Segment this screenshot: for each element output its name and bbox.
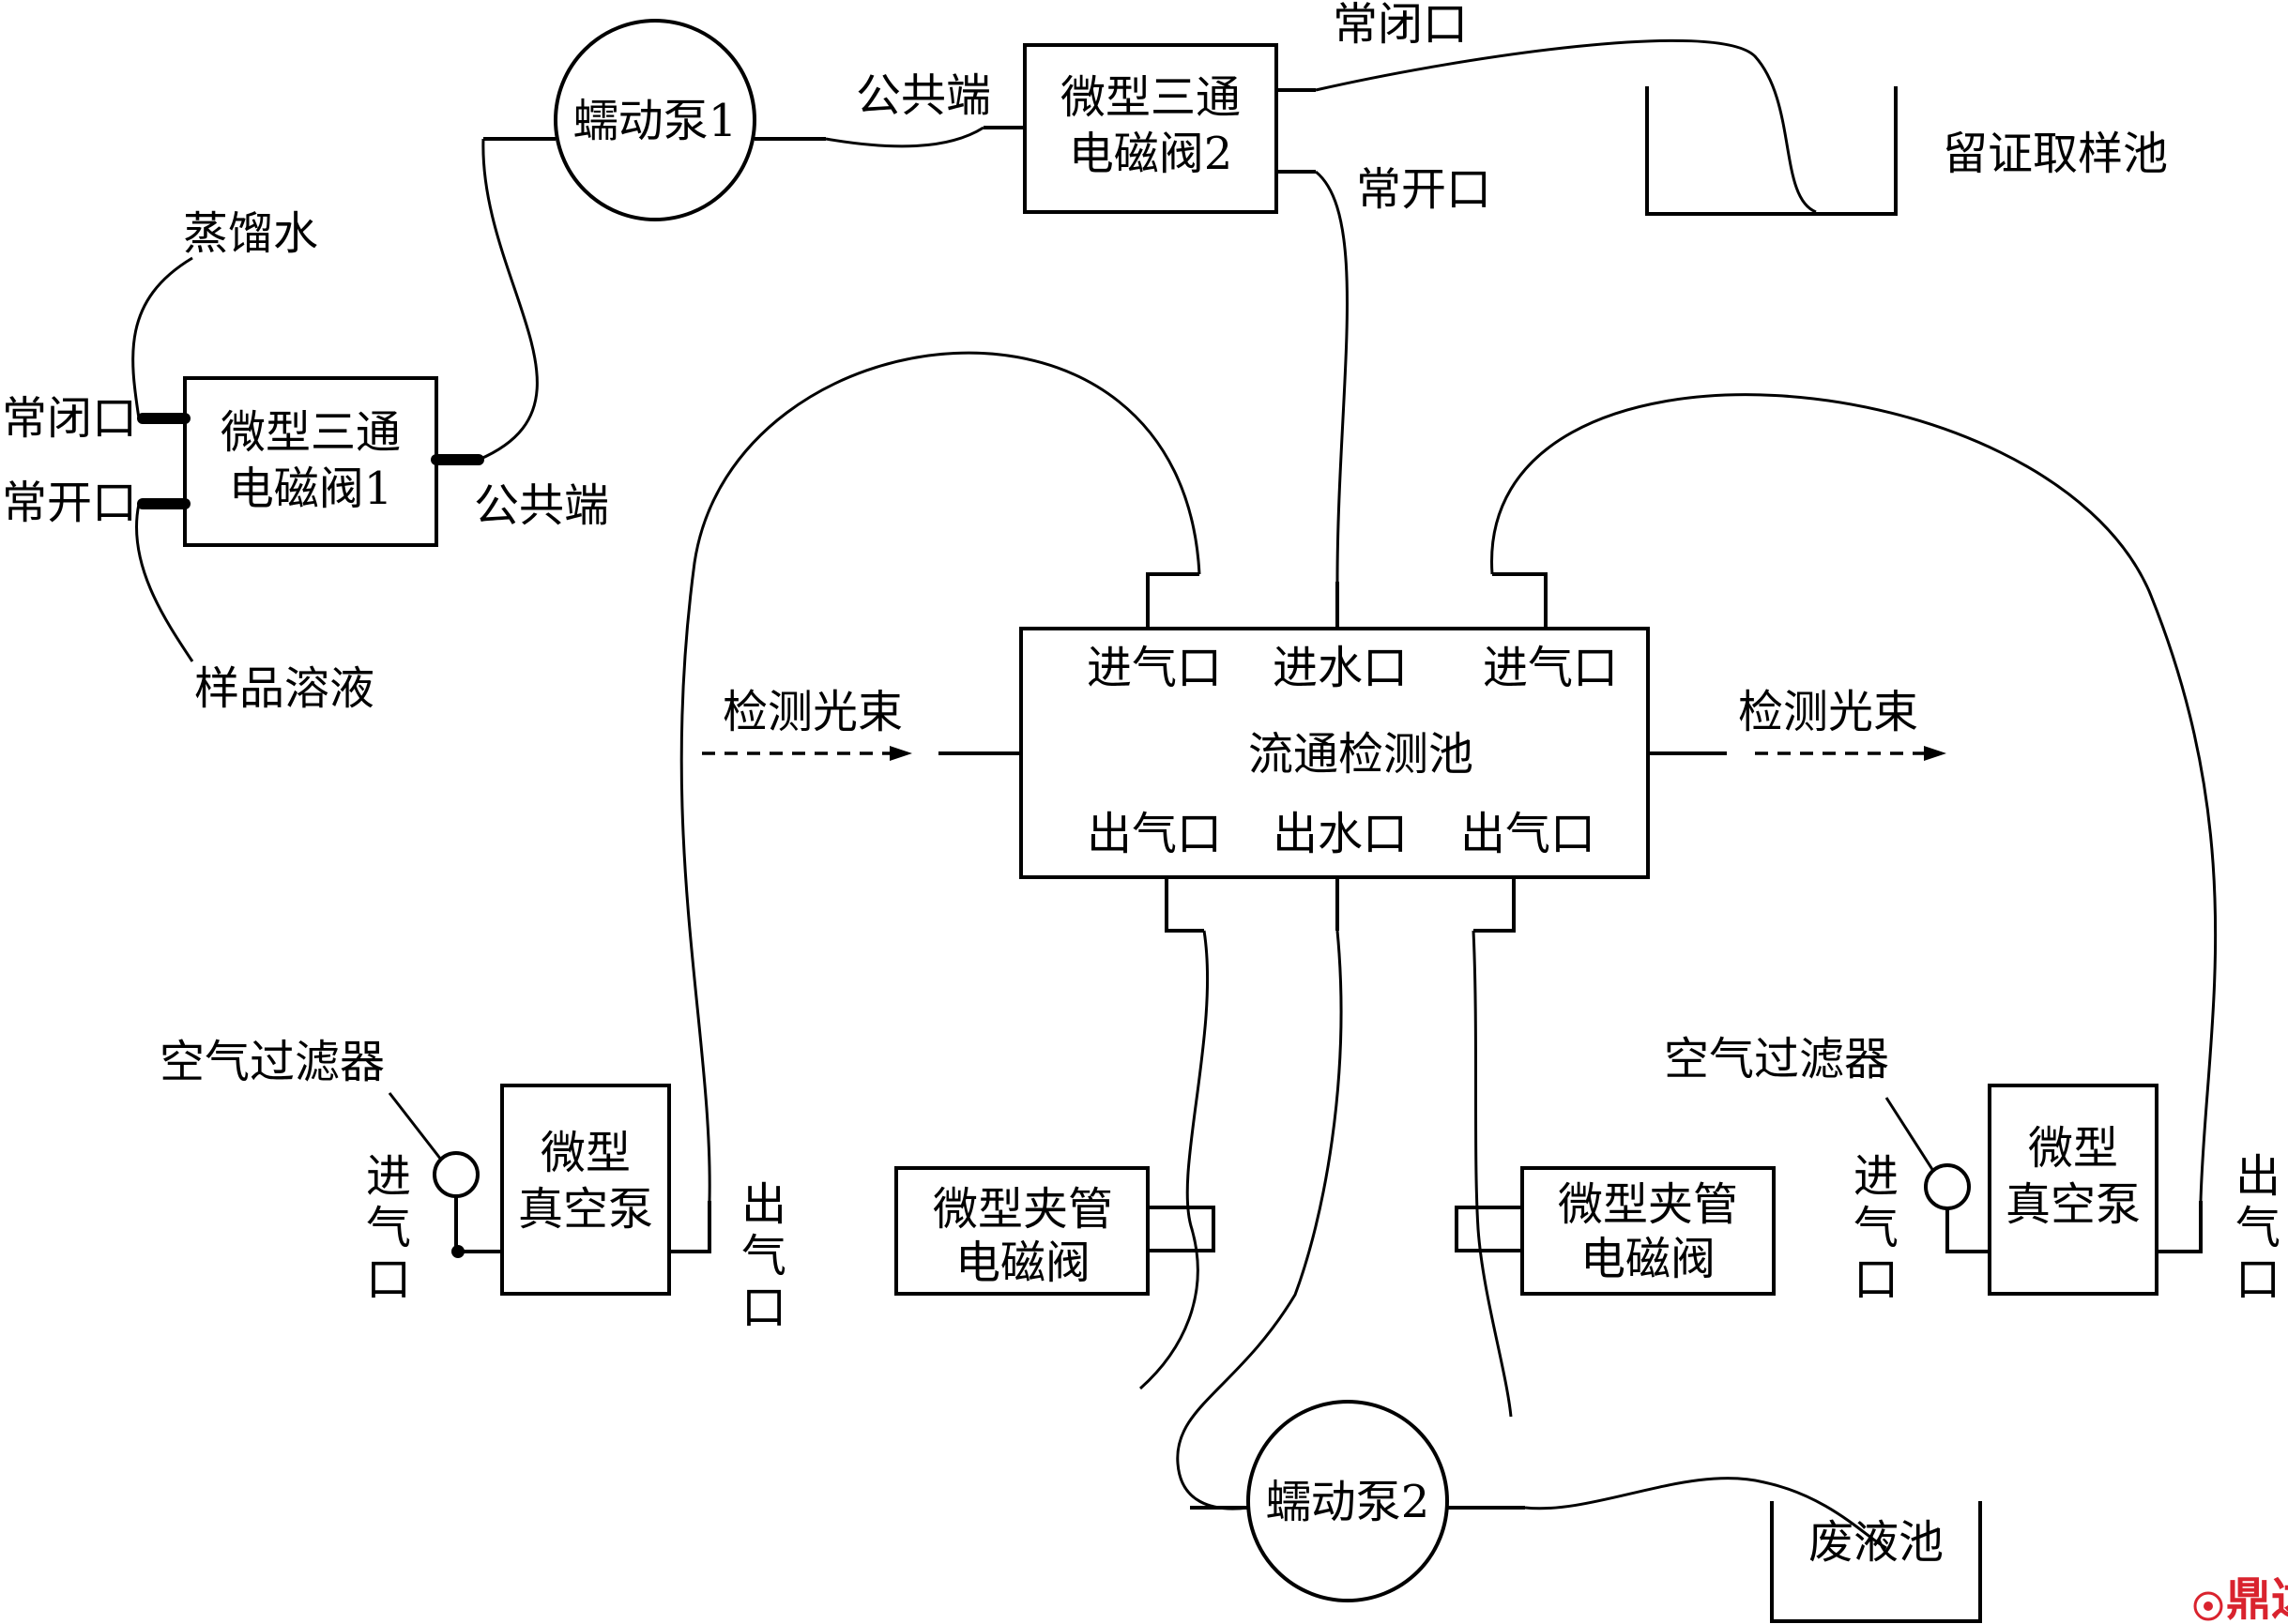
cell-water-inlet: 进水口 — [1273, 642, 1408, 694]
valve-1-nc-label: 常闭口 — [2, 392, 137, 445]
valve-1-common-label: 公共端 — [474, 479, 609, 532]
pump-2-label: 蠕动泵2 — [1266, 1476, 1430, 1528]
pinch-valve-right-line1: 微型夹管 — [1558, 1178, 1738, 1231]
vacuum-left-outlet-1: 出 — [741, 1178, 786, 1231]
air-filter-right-icon — [1924, 1163, 1971, 1210]
vacuum-left-outlet-2: 气 — [741, 1230, 786, 1283]
cell-water-outlet: 出水口 — [1273, 808, 1408, 860]
vacuum-right-to-cell-tube — [1490, 393, 2218, 1202]
cell-title: 流通检测池 — [1248, 728, 1473, 781]
pinch-valve-left-line2: 电磁阀 — [955, 1237, 1091, 1289]
peristaltic-pump-2: 蠕动泵2 — [1246, 1400, 1449, 1602]
pump2-to-waste-tube — [1524, 1477, 1887, 1550]
valve-2-no-label: 常开口 — [1356, 163, 1491, 216]
vacuum-pump-right-line1: 微型 — [2028, 1122, 2118, 1175]
watermark-logo: 鼎达信 — [2193, 1573, 2288, 1624]
cell-gas-outlet-right: 出气口 — [1460, 808, 1595, 860]
air-filter-right-label: 空气过滤器 — [1664, 1033, 1889, 1085]
valve2-to-cell-tube — [1315, 170, 1349, 583]
pinch-valve-left-line1: 微型夹管 — [933, 1183, 1113, 1236]
pinch-valve-right-line2: 电磁阀 — [1580, 1233, 1716, 1285]
pump-1-label: 蠕动泵1 — [573, 95, 738, 147]
vacuum-right-outlet-1: 出 — [2235, 1150, 2280, 1203]
vacuum-left-inlet-1: 进 — [366, 1150, 411, 1203]
detection-beam-left-label: 检测光束 — [723, 686, 903, 738]
vacuum-pump-right-line2: 真空泵 — [2006, 1178, 2141, 1231]
valve-1-label-line1: 微型三通 — [221, 406, 401, 459]
vacuum-left-to-cell-tube — [679, 351, 1201, 1202]
vacuum-pump-left-line1: 微型 — [541, 1127, 631, 1179]
flow-detection-cell: 进气口 进水口 进气口 流通检测池 出气口 出水口 出气口 — [1019, 627, 1650, 879]
vacuum-left-inlet-2: 气 — [366, 1202, 411, 1254]
vacuum-right-inlet-2: 气 — [1853, 1202, 1899, 1254]
valve-2-nc-label: 常闭口 — [1333, 0, 1468, 51]
cell-gas-inlet-left: 进气口 — [1087, 642, 1222, 694]
distilled-water-tube — [131, 256, 193, 419]
pinch-valve-left: 微型夹管 电磁阀 — [894, 1166, 1215, 1296]
vacuum-right-outlet-2: 气 — [2235, 1202, 2280, 1254]
retention-pool — [1645, 86, 1898, 216]
vacuum-left-outlet-3: 口 — [741, 1282, 786, 1334]
vacuum-right-outlet-3: 口 — [2235, 1253, 2280, 1306]
waste-pool — [1770, 1501, 1982, 1623]
cell-gas-inlet-right: 进气口 — [1483, 642, 1618, 694]
sample-solution-tube — [134, 503, 194, 662]
peristaltic-pump-1: 蠕动泵1 — [554, 19, 756, 221]
cell-right-gas-outlet-tube — [1472, 930, 1513, 1418]
vacuum-pump-right: 微型 真空泵 — [1988, 1084, 2158, 1296]
retention-pool-label: 留证取样池 — [1943, 128, 2168, 180]
distilled-water-label: 蒸馏水 — [183, 207, 318, 260]
detection-beam-right-label: 检测光束 — [1738, 686, 1918, 738]
valve-2-label-line2: 电磁阀2 — [1069, 128, 1233, 180]
vacuum-pump-left: 微型 真空泵 — [500, 1084, 671, 1296]
pinch-valve-right: 微型夹管 电磁阀 — [1455, 1166, 1776, 1296]
valve-1-no-label: 常开口 — [2, 477, 137, 529]
valve-1: 微型三通 电磁阀1 — [137, 376, 484, 547]
valve-2-label-line1: 微型三通 — [1060, 71, 1241, 124]
valve2-to-retention-tube — [1315, 38, 1817, 214]
valve-2: 微型三通 电磁阀2 — [1023, 43, 1278, 214]
vacuum-pump-left-line2: 真空泵 — [518, 1183, 653, 1236]
cell-water-outlet-tube — [1176, 930, 1343, 1510]
cell-left-gas-outlet-tube — [1139, 930, 1210, 1390]
valve-2-common-label: 公共端 — [856, 69, 991, 122]
pump1-to-valve2-tube — [825, 126, 984, 148]
vacuum-right-inlet-3: 口 — [1853, 1253, 1899, 1306]
cell-gas-outlet-left: 出气口 — [1087, 808, 1222, 860]
valve-1-label-line2: 电磁阀1 — [229, 463, 393, 515]
watermark-text: 鼎达信 — [2226, 1573, 2288, 1624]
vacuum-right-inlet-1: 进 — [1853, 1150, 1899, 1203]
valve1-to-pump1-tube — [478, 138, 539, 462]
air-filter-left-label: 空气过滤器 — [160, 1036, 385, 1088]
sample-solution-label: 样品溶液 — [194, 662, 374, 715]
waste-pool-label: 废液池 — [1808, 1516, 1944, 1569]
vacuum-left-inlet-3: 口 — [366, 1253, 411, 1306]
